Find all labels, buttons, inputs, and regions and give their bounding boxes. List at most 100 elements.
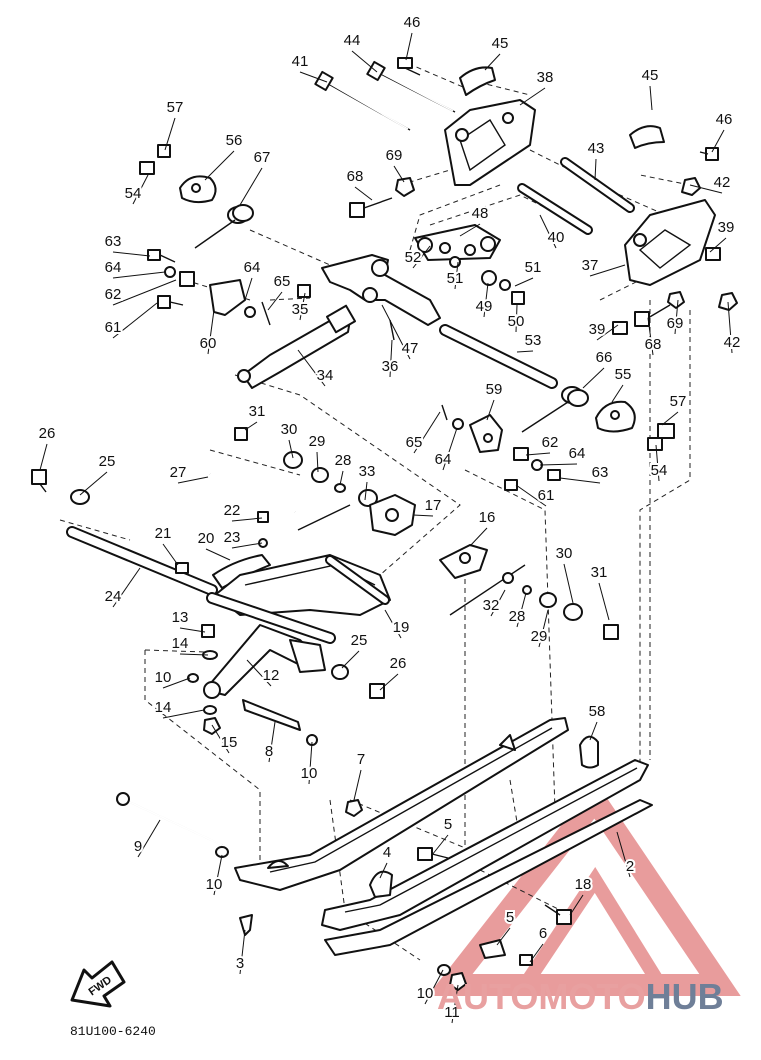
callout-halo-26: 26 — [39, 425, 56, 442]
right-spring-assembly — [441, 386, 675, 491]
callout-3: 3 — [236, 955, 244, 972]
callout-42: 42 — [724, 334, 741, 351]
callout-leader-41 — [299, 71, 328, 83]
callout-halo-64: 64 — [105, 259, 122, 276]
callout-58: 58 — [589, 703, 606, 720]
callout-leader-34 — [297, 349, 326, 387]
watermark-part1: AUTOMOTO — [437, 976, 646, 1017]
callout-51: 51 — [447, 270, 464, 287]
callout-41: 41 — [292, 53, 309, 70]
callout-leader-7 — [353, 769, 362, 801]
callout-leader-60 — [207, 309, 215, 355]
callout-33: 33 — [359, 463, 376, 480]
callout-13: 13 — [172, 609, 189, 626]
callout-21: 21 — [155, 525, 172, 542]
rear-arm-assembly — [31, 427, 619, 699]
callout-55: 55 — [615, 366, 632, 383]
callout-66: 66 — [596, 349, 613, 366]
callout-51: 51 — [525, 259, 542, 276]
callout-halo-50: 50 — [508, 313, 525, 330]
callout-leader-18 — [569, 894, 584, 916]
callout-64: 64 — [244, 259, 261, 276]
callout-leader-68 — [354, 186, 373, 201]
callout-5: 5 — [444, 816, 452, 833]
callout-9: 9 — [134, 838, 142, 855]
callout-leader-37 — [589, 264, 626, 277]
callout-10: 10 — [301, 765, 318, 782]
callout-halo-61: 61 — [538, 487, 555, 504]
callout-leader-20 — [205, 548, 231, 561]
callout-leader-28 — [516, 592, 527, 628]
callout-17: 17 — [425, 497, 442, 514]
callout-39: 39 — [589, 321, 606, 338]
callout-leader-65 — [267, 291, 283, 311]
callout-halo-69: 69 — [667, 315, 684, 332]
callout-leader-39 — [709, 237, 727, 253]
callout-8: 8 — [265, 743, 273, 760]
callout-leader-26 — [379, 673, 399, 691]
callout-leader-10 — [162, 677, 191, 689]
callout-halo-69: 69 — [386, 147, 403, 164]
callout-5: 5 — [506, 909, 514, 926]
callout-halo-3: 3 — [236, 955, 244, 972]
callout-65: 65 — [274, 273, 291, 290]
callout-leader-62 — [525, 452, 551, 456]
callout-halo-48: 48 — [472, 205, 489, 222]
callout-leader-57 — [661, 411, 679, 426]
callout-leader-44 — [351, 50, 378, 73]
callout-leader-16 — [469, 527, 488, 547]
callout-46: 46 — [716, 111, 733, 128]
callout-halo-64: 64 — [244, 259, 261, 276]
callout-halo-47: 47 — [402, 340, 419, 357]
callout-leader-5 — [496, 927, 511, 946]
callout-leader-64 — [112, 271, 166, 279]
callout-62: 62 — [542, 434, 559, 451]
callout-leader-3 — [239, 929, 246, 975]
callout-62: 62 — [105, 286, 122, 303]
callout-28: 28 — [335, 452, 352, 469]
callout-64: 64 — [105, 259, 122, 276]
callout-leader-12 — [246, 659, 272, 687]
callout-29: 29 — [309, 433, 326, 450]
callout-halo-66: 66 — [596, 349, 613, 366]
fwd-arrow-icon: FWD — [70, 960, 126, 1008]
callout-42: 42 — [714, 174, 731, 191]
callout-halo-7: 7 — [357, 751, 365, 768]
callout-leader-45 — [484, 53, 501, 71]
callout-leader-54 — [132, 174, 149, 205]
callout-halo-64: 64 — [569, 445, 586, 462]
callout-halo-51: 51 — [525, 259, 542, 276]
callout-14: 14 — [172, 635, 189, 652]
callout-halo-42: 42 — [714, 174, 731, 191]
callout-halo-43: 43 — [588, 140, 605, 157]
callout-halo-26: 26 — [390, 655, 407, 672]
watermark-logo — [427, 781, 741, 996]
callout-28: 28 — [509, 608, 526, 625]
callout-18: 18 — [575, 876, 592, 893]
callout-leader-55 — [611, 384, 624, 403]
callout-halo-9: 9 — [134, 838, 142, 855]
callout-leader-13 — [179, 627, 206, 633]
callout-halo-63: 63 — [105, 233, 122, 250]
callout-halo-57: 57 — [670, 393, 687, 410]
callout-63: 63 — [105, 233, 122, 250]
callout-halo-30: 30 — [281, 421, 298, 438]
callout-54: 54 — [651, 462, 668, 479]
callout-leader-48 — [459, 223, 481, 237]
callout-halo-39: 39 — [589, 321, 606, 338]
callout-halo-6: 6 — [539, 925, 547, 942]
watermark-part2: HUB — [645, 976, 724, 1017]
callout-halo-14: 14 — [155, 699, 172, 716]
callout-leader-39 — [596, 324, 619, 341]
callout-30: 30 — [556, 545, 573, 562]
callout-halo-18: 18 — [575, 876, 592, 893]
callout-64: 64 — [569, 445, 586, 462]
callout-leader-66 — [582, 367, 605, 389]
callout-leader-64 — [442, 427, 458, 471]
callout-leader-67 — [239, 167, 263, 206]
callout-14: 14 — [155, 699, 172, 716]
callout-54: 54 — [125, 185, 142, 202]
callout-leader-4 — [379, 862, 388, 879]
callout-halo-13: 13 — [172, 609, 189, 626]
callout-leader-17 — [412, 514, 434, 517]
